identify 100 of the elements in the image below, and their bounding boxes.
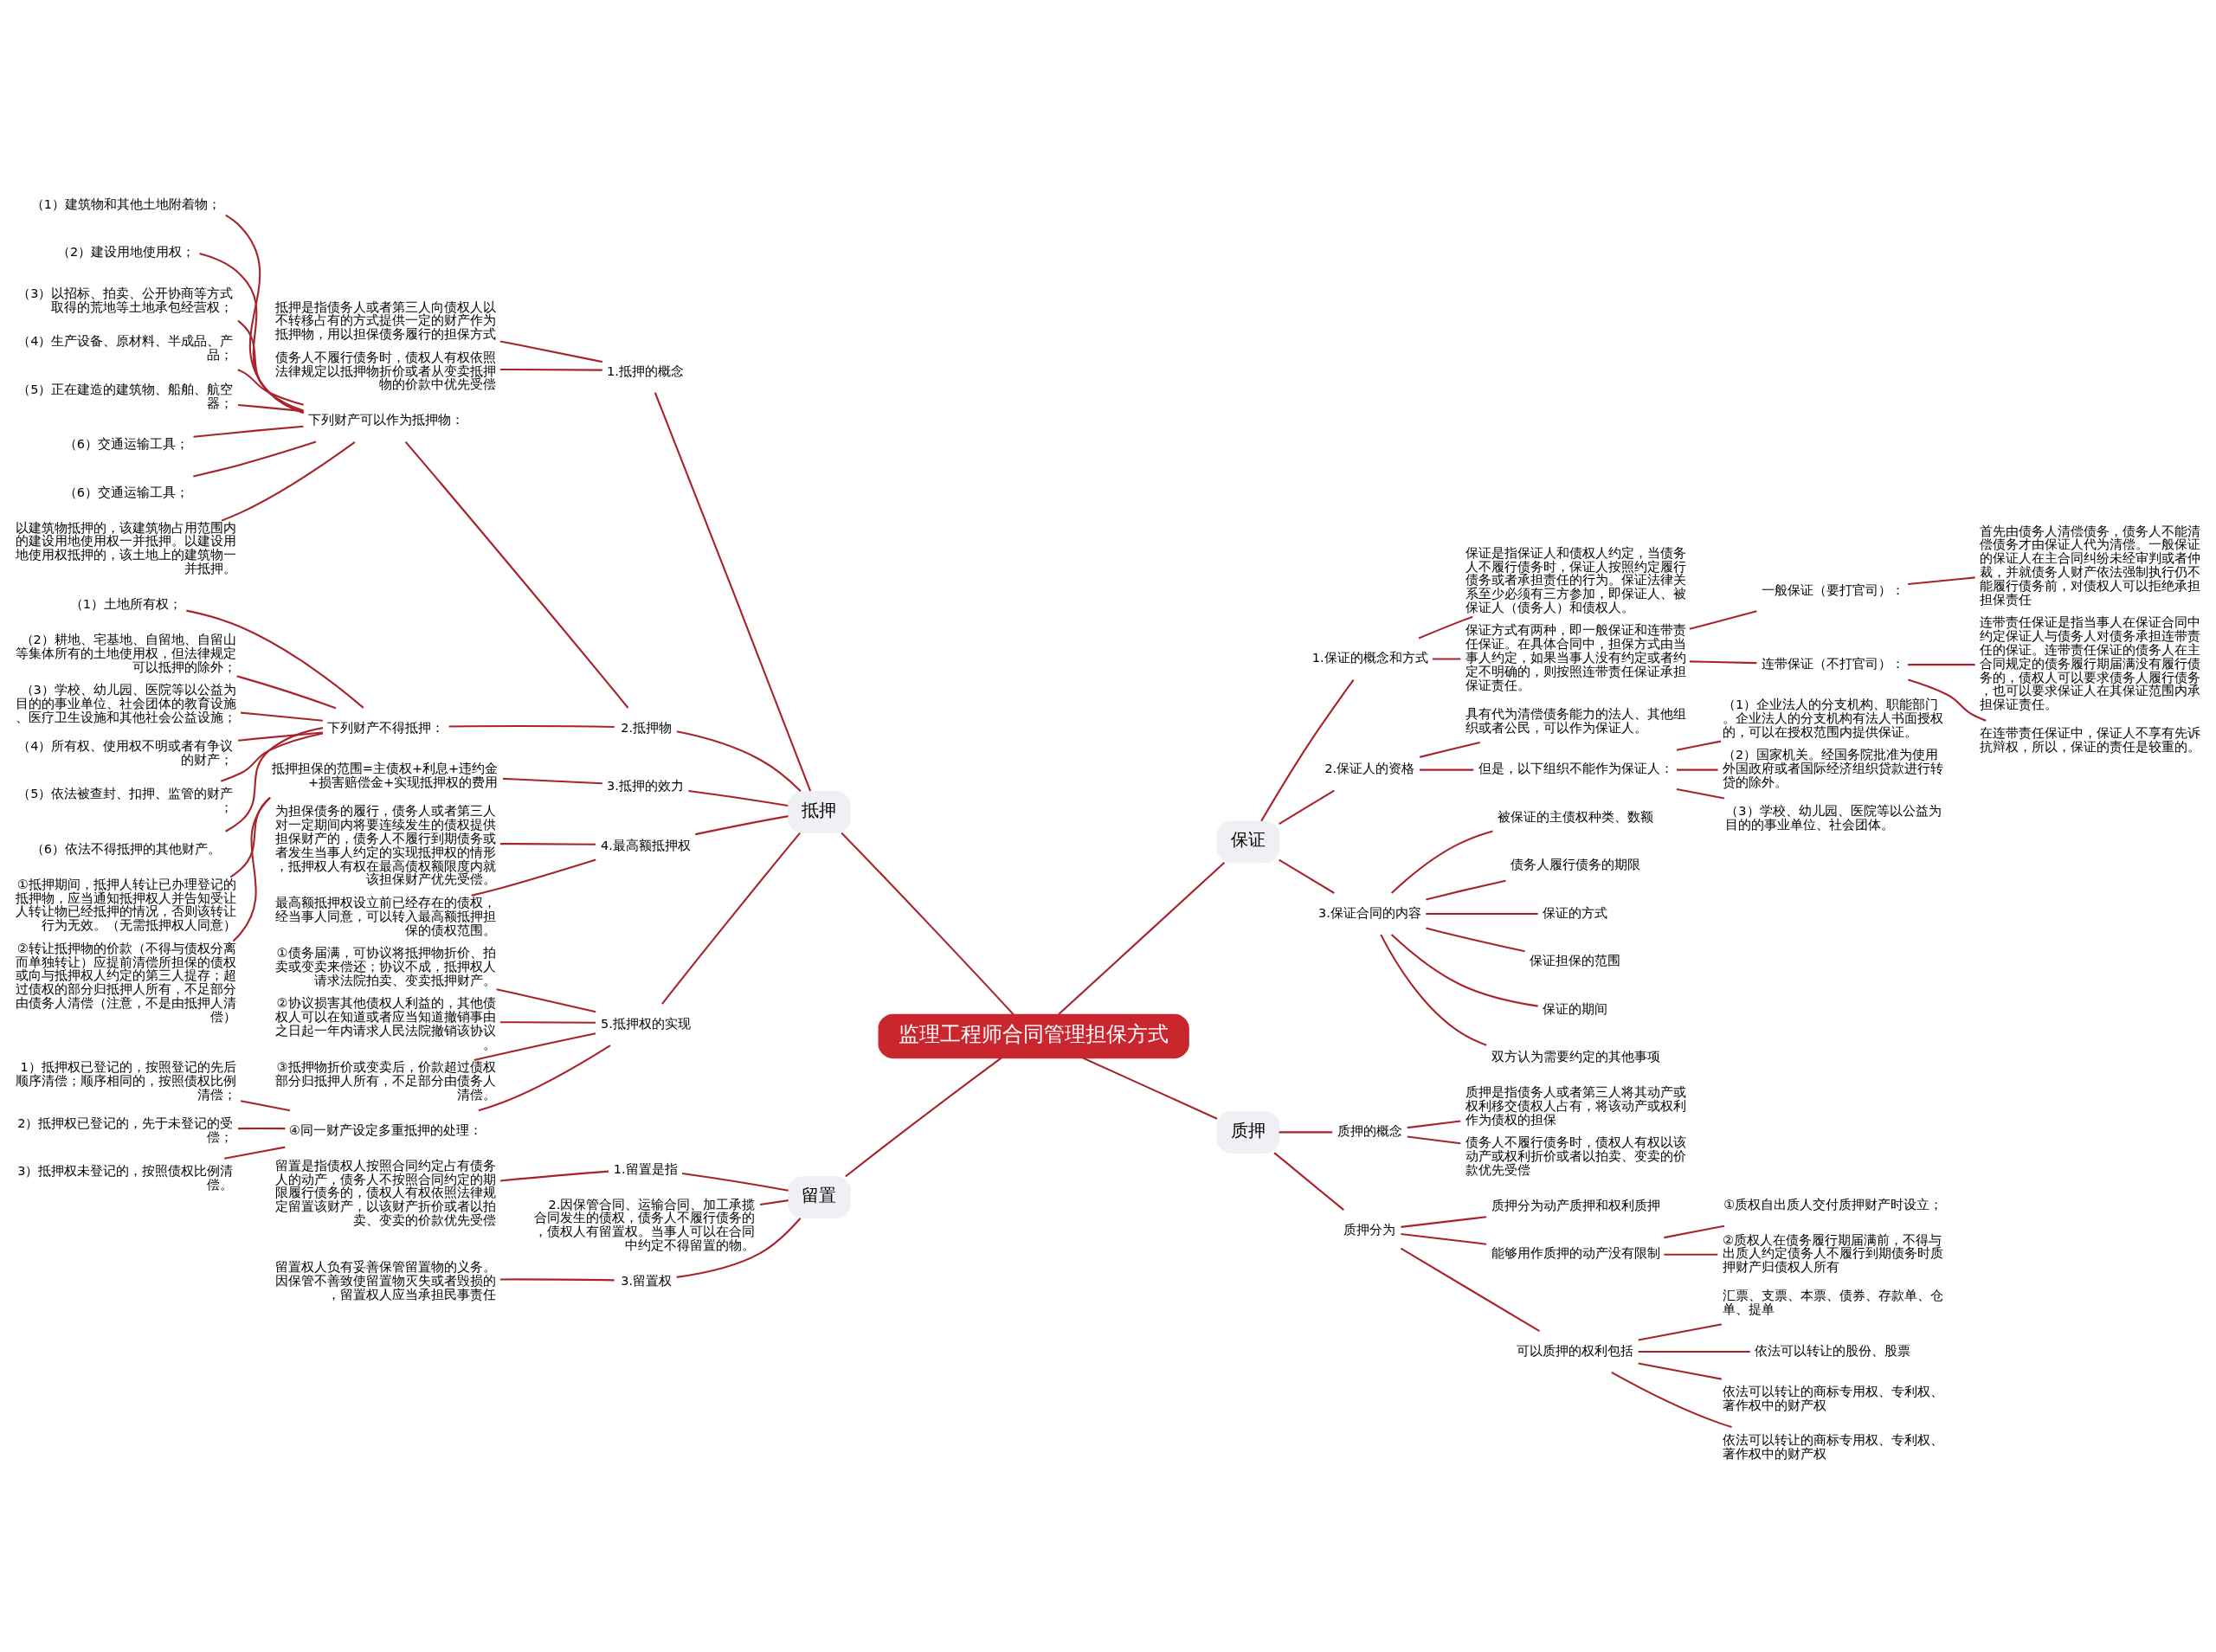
connector	[1426, 912, 1538, 915]
connector	[237, 403, 304, 412]
node-text: （4）所有权、使用权不明或者有争议的财产；	[17, 738, 234, 767]
connector	[499, 1020, 596, 1024]
node-text: （6）交通运输工具；	[63, 485, 189, 499]
connector	[220, 732, 324, 782]
connector	[688, 789, 789, 807]
node-text: ②协议损害其他债权人利益的，其他债权人可以在知道或者应当知道撤销事由之日起一年内请求人民法院撤销该协议。	[274, 995, 496, 1051]
node-text: 但是，以下组织不能作为保证人：	[1478, 761, 1673, 775]
connector	[499, 368, 602, 371]
node-text: 保证担保的范围	[1530, 953, 1621, 967]
node-text: 2.因保管合同、运输合同、加工承揽合同发生的债权，债务人不履行债务的，债权人有留置权。当事人可以在合同中约定不得留置的物。	[534, 1197, 756, 1252]
node-text: 首先由债务人清偿债务，债务人不能清偿债务才由保证人代为清偿。一般保证的保证人在主合同纠纷未经审判或者仲裁，并就债务人财产依法强制执行仍不能履行债务前，对债权人可以拒绝承担担保责任	[1980, 524, 2201, 607]
node-text: 质押是指债务人或者第三人将其动产或权利移交债权人占有，将该动产或权利作为债权的担保	[1465, 1084, 1686, 1127]
connector	[225, 214, 304, 414]
connector	[1638, 1350, 1750, 1353]
node-text: 债务人不履行债务时，债权人有权依照法律规定以抵押物折价或者从变卖抵押物的价款中优先受偿	[274, 350, 496, 391]
connector	[1689, 659, 1757, 664]
node-text: （1）土地所有权；	[69, 596, 183, 611]
connector	[221, 440, 356, 522]
node-text: 被保证的主债权种类、数额	[1497, 809, 1653, 824]
node-text: （4）生产设备、原材料、半成品、产品；	[17, 333, 234, 362]
node-text: 保证的期间	[1542, 1001, 1607, 1016]
connector	[1676, 740, 1722, 751]
connector	[499, 1277, 615, 1281]
node-text: 3）抵押权未登记的，按照债权比例清偿。	[17, 1163, 234, 1192]
connector	[496, 987, 596, 1012]
connector	[654, 391, 812, 791]
node-text: （2）国家机关。经国务院批准为使用外国政府或者国际经济组织贷款进行转贷的除外。	[1723, 747, 1944, 789]
connector	[1279, 789, 1335, 825]
connector	[1638, 1361, 1722, 1380]
connector	[193, 440, 317, 478]
node-text: 债务人不履行债务时，债权人有权以该动产或权利折价或者以拍卖、变卖的价款优先受偿	[1465, 1135, 1686, 1177]
node-text: 下列财产可以作为抵押物：	[307, 412, 464, 427]
connector	[473, 1032, 596, 1061]
connector	[499, 339, 602, 363]
connector	[236, 674, 337, 709]
node-text: ③抵押物折价或变卖后，价款超过债权部分归抵押人所有，不足部分由债务人清偿。	[274, 1059, 496, 1102]
connector	[225, 726, 324, 832]
node-text: 质押分为动产质押和权利质押	[1491, 1198, 1660, 1212]
connector	[232, 796, 271, 942]
node-text: ②质权人在债务履行期届满前，不得与出质人约定债务人不履行到期债务时质押财产归债权人所有	[1723, 1232, 1944, 1274]
connector	[1426, 927, 1525, 952]
node-text: 下列财产不得抵押：	[327, 720, 445, 735]
connector	[186, 609, 364, 709]
node-text: 4.最高额抵押权	[600, 838, 691, 852]
connector	[199, 252, 304, 413]
connector	[241, 711, 323, 722]
connector	[1407, 1120, 1461, 1128]
connector	[681, 1172, 789, 1192]
connector	[1638, 1322, 1722, 1340]
node-text: 质押的概念	[1337, 1123, 1402, 1138]
connector	[237, 319, 304, 411]
connector	[676, 1217, 802, 1278]
connector	[1401, 1215, 1487, 1228]
node-text: 2）抵押权已登记的，先于未登记的受偿；	[17, 1115, 234, 1144]
node-text: 3.留置权	[621, 1273, 673, 1288]
connector	[240, 1099, 291, 1111]
node-text: 为担保债务的履行，债务人或者第三人对一定期间内将要连续发生的债权提供担保财产的，债务人不履行到期债务或者发生当事人约定的实现抵押权的情形，抵押权人有权在最高债权额限度内就该担保财产优先受偿。	[274, 803, 496, 886]
connector	[1279, 1130, 1333, 1133]
connector	[1676, 787, 1725, 800]
node-text: （5）依法被查封、扣押、监管的财产；	[17, 786, 234, 814]
node-text: 质押分为	[1343, 1222, 1396, 1237]
node-text: （3）学校、幼儿园、医院等以公益为目的的事业单位、社会团体的教育设施、医疗卫生设施和其他社会公益设施；	[15, 682, 236, 724]
connector	[1380, 934, 1487, 1046]
node-text: 依法可以转让的商标专用权、专利权、著作权中的财产权	[1723, 1432, 1944, 1461]
connector	[478, 1044, 611, 1111]
connector	[1420, 741, 1480, 758]
node-text: 连带责任保证是指当事人在保证合同中约定保证人与债务人对债务承担连带责任的保证。连带责任保证的债务人在主合同规定的债务履行期届满没有履行债务的，债权人可以要求债务人履行债务，也可以要求保证人在其保证范围内承担保证责任。	[1980, 614, 2201, 711]
node-text: 保证的方式	[1542, 905, 1607, 920]
connector	[1664, 1253, 1718, 1256]
node-text: 能够用作质押的动产没有限制	[1491, 1245, 1660, 1260]
node-text: 1.抵押的概念	[607, 363, 684, 378]
node-text: 最高额抵押权设立前已经存在的债权，经当事人同意，可以转入最高额抵押担保的债权范围。	[274, 895, 496, 937]
connector	[1908, 663, 1975, 665]
node-box: 留置	[788, 1175, 851, 1218]
node-text: （1）企业法人的分支机构、职能部门。企业法人的分支机构有法人书面授权的，可以在授权范围内提供保证。	[1723, 697, 1944, 739]
node-text: （6）交通运输工具；	[63, 436, 189, 451]
connector	[1664, 1225, 1725, 1238]
node-text: 在连带责任保证中，保证人不享有先诉抗辩权，所以，保证的责任是较重的。	[1980, 725, 2201, 754]
connector	[499, 1170, 609, 1182]
connector	[1082, 1057, 1218, 1120]
connector	[1279, 858, 1335, 894]
node-text: 依法可以转让的股份、股票	[1755, 1343, 1910, 1358]
connector	[1420, 768, 1474, 771]
node-text: 2.抵押物	[621, 720, 673, 735]
connector	[1273, 1151, 1344, 1211]
node-text: 2.保证人的资格	[1324, 761, 1415, 775]
connector	[1390, 830, 1493, 894]
connector	[841, 832, 1015, 1015]
node-text: 保证方式有两种，即一般保证和连带责任保证。在具体合同中，担保方式由当事人约定，如果当事人没有约定或者约定不明确的，则按照连带责任保证承担保证责任。	[1465, 622, 1686, 692]
node-text: ①债务届满，可协议将抵押物折价、拍卖或变卖来偿还；协议不成，抵押权人请求法院拍卖、变卖抵押财产。	[274, 945, 496, 987]
node-text: 具有代为清偿债务能力的法人、其他组织或者公民，可以作为保证人。	[1465, 706, 1686, 735]
connector	[759, 1199, 789, 1205]
node-text: 3.保证合同的内容	[1318, 905, 1421, 920]
connector	[845, 1057, 1002, 1177]
connector	[1689, 609, 1757, 630]
node-text: 汇票、支票、本票、债券、存款单、仓单、提单	[1723, 1288, 1944, 1316]
node-text: 债务人履行债务的期限	[1510, 857, 1640, 871]
connector	[1432, 657, 1461, 660]
